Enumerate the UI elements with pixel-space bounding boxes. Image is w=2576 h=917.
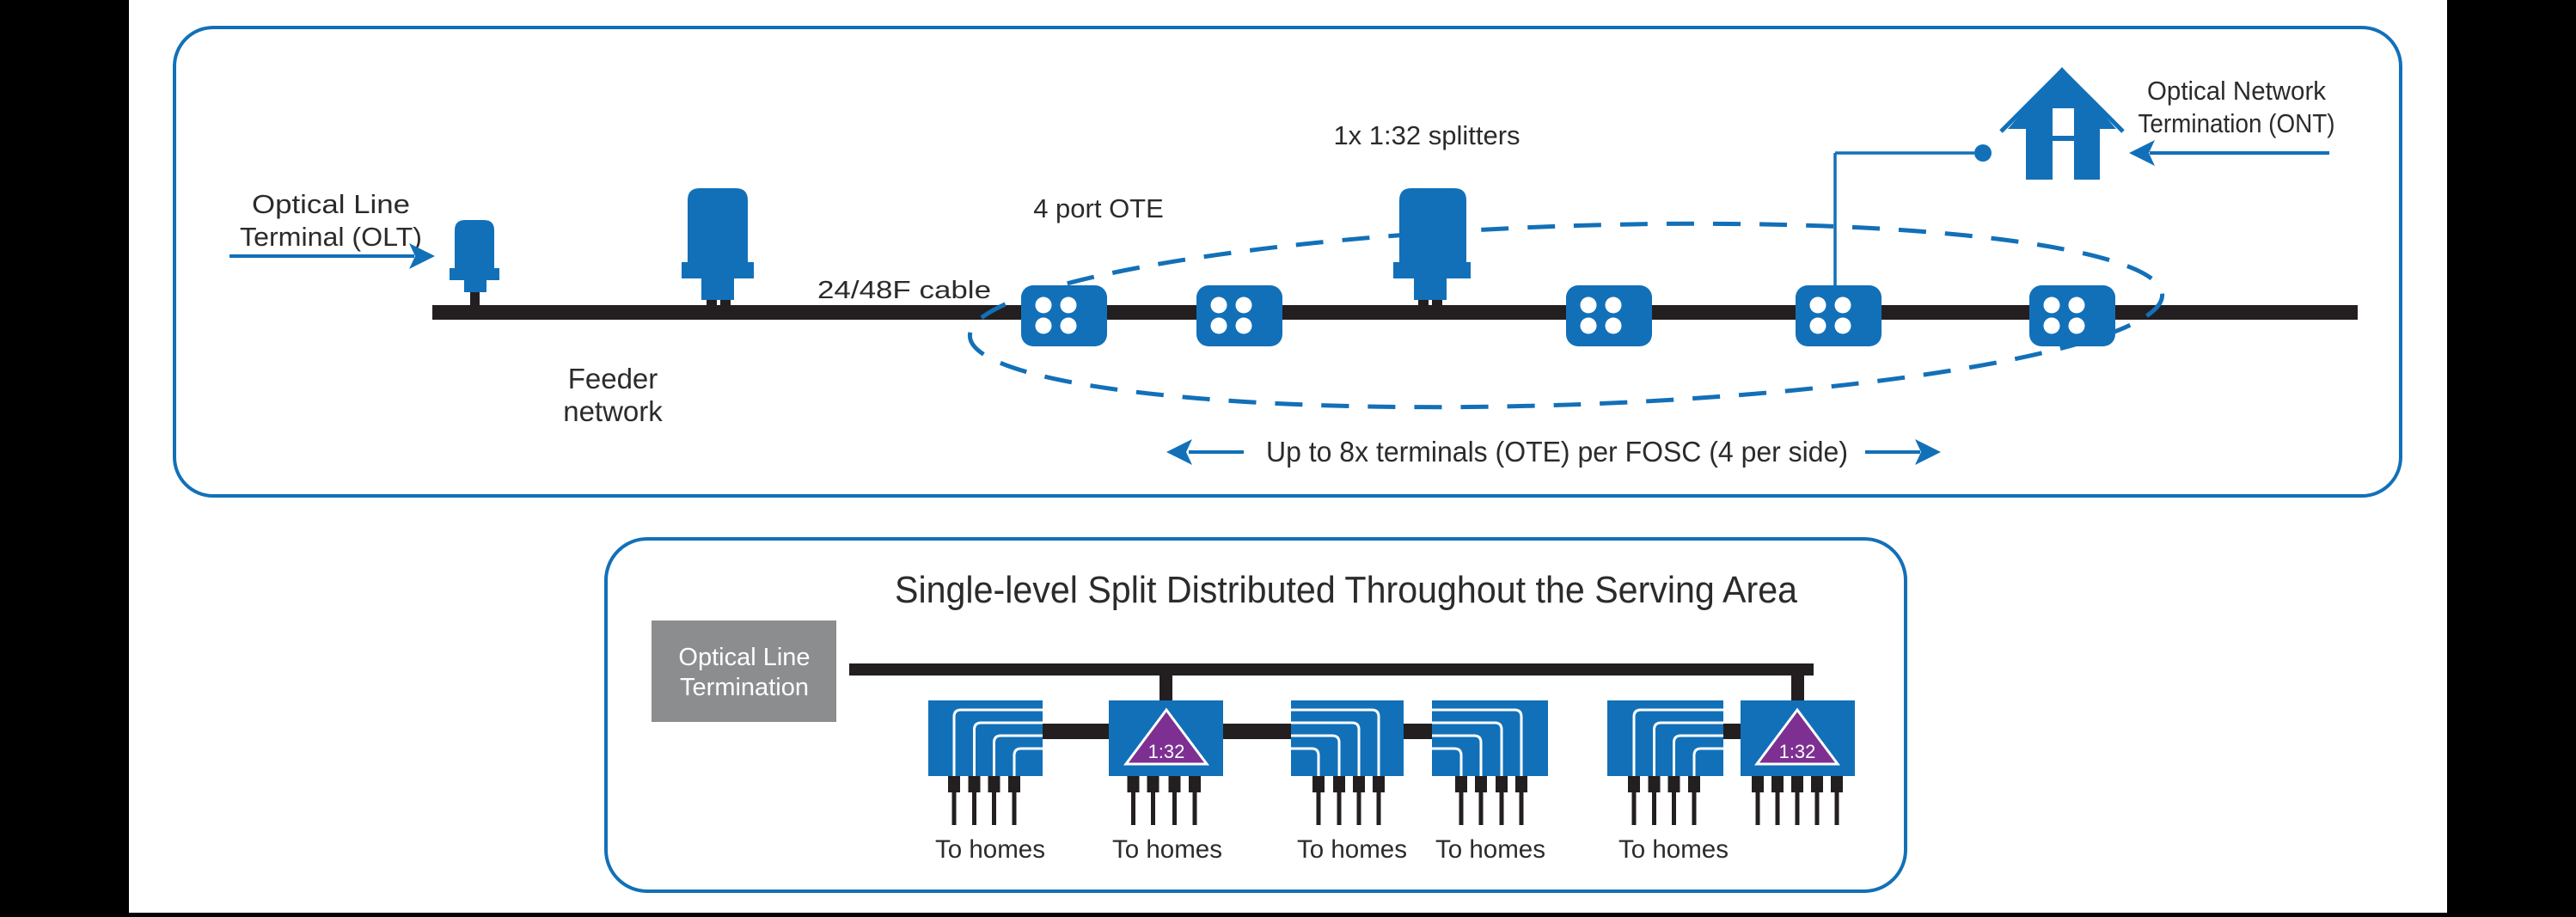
olt-termination-box [652, 621, 836, 722]
drops-box4-stubs [1455, 776, 1527, 792]
ote-terminal-1 [1021, 285, 1107, 346]
terminal-box-5 [1607, 700, 1723, 776]
trunk-drop-to-splitter-2 [1791, 676, 1804, 703]
olt-pole-large [682, 188, 754, 308]
bottom-panel-title: Single-level Split Distributed Throughou… [895, 569, 1797, 611]
ont-arrow-head-icon [2129, 140, 2155, 166]
home-icon [1999, 67, 2125, 180]
to-homes-label-5: To homes [1618, 835, 1729, 864]
fiber-curves-box5 [1632, 708, 1723, 776]
terminal-box-3 [1291, 700, 1404, 776]
single-level-split-panel: Single-level Split Distributed Throughou… [604, 537, 1907, 893]
splitter-triangle-2-icon [1754, 707, 1840, 766]
drops-box6-tails [1755, 792, 1839, 825]
splitter-triangle-1-icon [1123, 707, 1209, 766]
terminal-box-1 [928, 700, 1043, 776]
fosc-dashed-ellipse [967, 221, 2165, 410]
feeder-label-line1: Feeder [568, 363, 658, 394]
drops-box1-stubs [948, 776, 1020, 792]
to-homes-label-3: To homes [1297, 835, 1407, 864]
fosc-left-arrow-head-icon [1166, 439, 1192, 465]
splitters-label: 1x 1:32 splitters [1333, 120, 1520, 150]
olt-pole-small [450, 220, 499, 307]
trunk-cable [849, 663, 1814, 676]
drops-box3-stubs [1312, 776, 1385, 792]
top-panel-border [173, 26, 2402, 498]
splitter-ratio-1: 1:32 [1148, 741, 1185, 762]
splitter-pole [1393, 188, 1471, 308]
to-homes-label-4: To homes [1435, 835, 1545, 864]
fiber-curves-box1 [952, 708, 1043, 776]
olt-box-line1: Optical Line [678, 644, 810, 671]
drops-box1-tails [951, 792, 1017, 825]
drop-elbow-line [1833, 144, 1992, 285]
fiber-curves-box3 [1291, 708, 1380, 776]
left-pillarbox-bar [0, 0, 129, 913]
feeder-label-line2: network [563, 395, 663, 427]
drops-box3-tails [1316, 792, 1381, 825]
drops-box6-stubs [1752, 776, 1843, 792]
ote-label: 4 port OTE [1033, 193, 1164, 223]
olt-arrow-head-icon [409, 243, 435, 269]
fosc-right-arrow-head-icon [1915, 439, 1941, 465]
cable-label: 24/48F cable [817, 277, 991, 304]
drops-box4-tails [1459, 792, 1524, 825]
connector-box3-box4 [1404, 724, 1432, 739]
ote-terminal-3 [1566, 285, 1652, 346]
ote-terminal-4 [1796, 285, 1882, 346]
drops-box5-tails [1631, 792, 1697, 825]
to-homes-label-1: To homes [935, 835, 1045, 864]
right-pillarbox-bar [2447, 0, 2576, 913]
ont-label-line1: Optical Network [2147, 76, 2326, 106]
ote-terminal-5 [2029, 285, 2115, 346]
drops-box2-tails [1131, 792, 1197, 825]
ote-terminal-2 [1196, 285, 1282, 346]
olt-box-line2: Termination [680, 674, 809, 701]
drops-box5-stubs [1628, 776, 1700, 792]
connector-box1-box2 [1043, 724, 1109, 739]
feeder-network-panel: Optical Line Terminal (OLT) 24/48F cable… [173, 26, 2402, 498]
olt-label-line1: Optical Line [252, 189, 410, 219]
connector-box5-box6 [1723, 724, 1741, 739]
fosc-note: Up to 8x terminals (OTE) per FOSC (4 per… [1266, 436, 1848, 468]
bottom-panel-border [604, 537, 1907, 893]
ont-label-line2: Termination (ONT) [2139, 108, 2335, 138]
terminal-box-4 [1432, 700, 1548, 776]
drop-endpoint-dot [1974, 144, 1992, 162]
connector-box2-box3 [1223, 724, 1291, 739]
drops-box2-stubs [1127, 776, 1201, 792]
splitter-ratio-2: 1:32 [1779, 741, 1816, 762]
trunk-drop-to-splitter-1 [1160, 676, 1172, 701]
olt-label-line2: Terminal (OLT) [240, 222, 422, 252]
to-homes-label-2: To homes [1112, 835, 1222, 864]
fiber-curves-box4 [1432, 708, 1523, 776]
